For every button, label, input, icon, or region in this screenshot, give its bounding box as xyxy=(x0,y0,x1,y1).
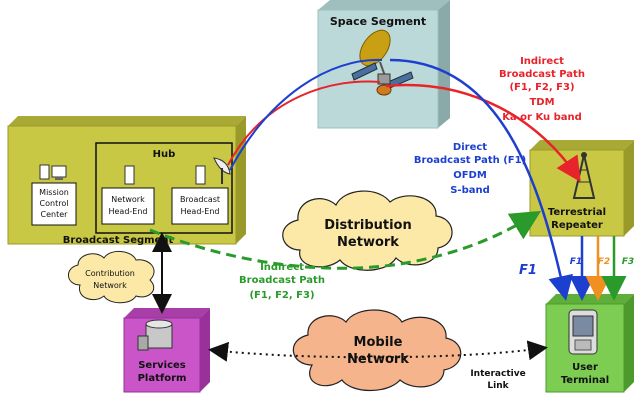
mission-control-line2: Control xyxy=(40,199,69,208)
red-uplink-path xyxy=(227,80,381,166)
user-terminal-line2: Terminal xyxy=(561,375,609,386)
services-platform-line2: Platform xyxy=(138,373,187,384)
interactive-link-label: Interactive Link xyxy=(470,369,525,391)
space-segment-title: Space Segment xyxy=(330,15,426,28)
contribution-line1: Contribution xyxy=(85,269,135,278)
contribution-network-cloud: Contribution Network xyxy=(68,251,155,304)
indirect-bottom-line1: Indirect xyxy=(260,262,304,273)
mobile-network-cloud: Mobile Network xyxy=(292,309,462,391)
space-segment-box: Space Segment xyxy=(317,0,450,129)
distribution-line2: Network xyxy=(337,235,399,250)
mission-control-line1: Mission xyxy=(39,188,69,197)
mobile-network-line1: Mobile xyxy=(354,335,403,350)
contribution-line2: Network xyxy=(93,281,127,290)
repeater-line2: Repeater xyxy=(551,220,603,231)
broadcast-segment-label: Broadcast Segment xyxy=(63,235,174,246)
direct-path-label: Direct Broadcast Path (F1) OFDM S-band xyxy=(414,142,526,196)
network-headend-line1: Network xyxy=(111,195,145,204)
interactive-line1: Interactive xyxy=(470,369,525,379)
indirect-top-line5: Ka or Ku band xyxy=(502,112,582,123)
indirect-top-line2: Broadcast Path xyxy=(499,69,585,80)
services-platform-line1: Services xyxy=(138,360,186,371)
f3-small-label: F3 xyxy=(622,257,634,267)
services-platform-box: Services Platform xyxy=(123,308,210,393)
repeater-line1: Terrestrial xyxy=(548,207,606,218)
direct-line2: Broadcast Path (F1) xyxy=(414,155,526,166)
indirect-top-line1: Indirect xyxy=(520,56,564,67)
indirect-path-bottom-label: Indirect Broadcast Path (F1, F2, F3) xyxy=(239,262,325,301)
broadcast-headend-line2: Head-End xyxy=(180,207,219,216)
indirect-path-top-label: Indirect Broadcast Path (F1, F2, F3) TDM… xyxy=(499,56,585,123)
satellite-icon xyxy=(351,29,414,96)
distribution-network-cloud: Distribution Network xyxy=(282,190,453,271)
interactive-line2: Link xyxy=(487,381,509,391)
broadcast-headend-line1: Broadcast xyxy=(180,195,220,204)
f2-small-label: F2 xyxy=(598,257,610,267)
network-headend: Network Head-End xyxy=(101,165,155,225)
mobile-phone-icon xyxy=(568,309,598,355)
mission-control-center: Mission Control Center xyxy=(31,164,77,226)
green-dashed-distribution-path xyxy=(149,210,542,270)
user-terminal-line1: User xyxy=(572,362,598,373)
interactive-link-path xyxy=(208,340,548,362)
hub-title: Hub xyxy=(153,149,176,160)
network-headend-line2: Head-End xyxy=(108,207,147,216)
blue-uplink-path xyxy=(229,58,383,171)
user-terminal-box: User Terminal xyxy=(545,294,634,393)
dish-icon xyxy=(213,157,231,184)
red-indirect-path xyxy=(385,83,581,183)
indirect-bottom-line2: Broadcast Path xyxy=(239,275,325,286)
direct-line3: OFDM xyxy=(453,170,487,181)
mission-control-line3: Center xyxy=(41,210,69,219)
direct-line1: Direct xyxy=(453,142,487,153)
f1-main-label: F1 xyxy=(519,263,537,278)
blue-direct-path xyxy=(389,58,574,301)
indirect-bottom-line3: (F1, F2, F3) xyxy=(249,290,314,301)
direct-line4: S-band xyxy=(450,185,490,196)
indirect-top-line4: TDM xyxy=(529,97,554,108)
mobile-network-line2: Network xyxy=(347,352,409,367)
f1-small-label: F1 xyxy=(570,257,582,267)
broadcast-headend: Broadcast Head-End xyxy=(171,157,231,225)
indirect-top-line3: (F1, F2, F3) xyxy=(509,82,574,93)
database-icon xyxy=(137,319,173,351)
distribution-line1: Distribution xyxy=(324,218,411,233)
